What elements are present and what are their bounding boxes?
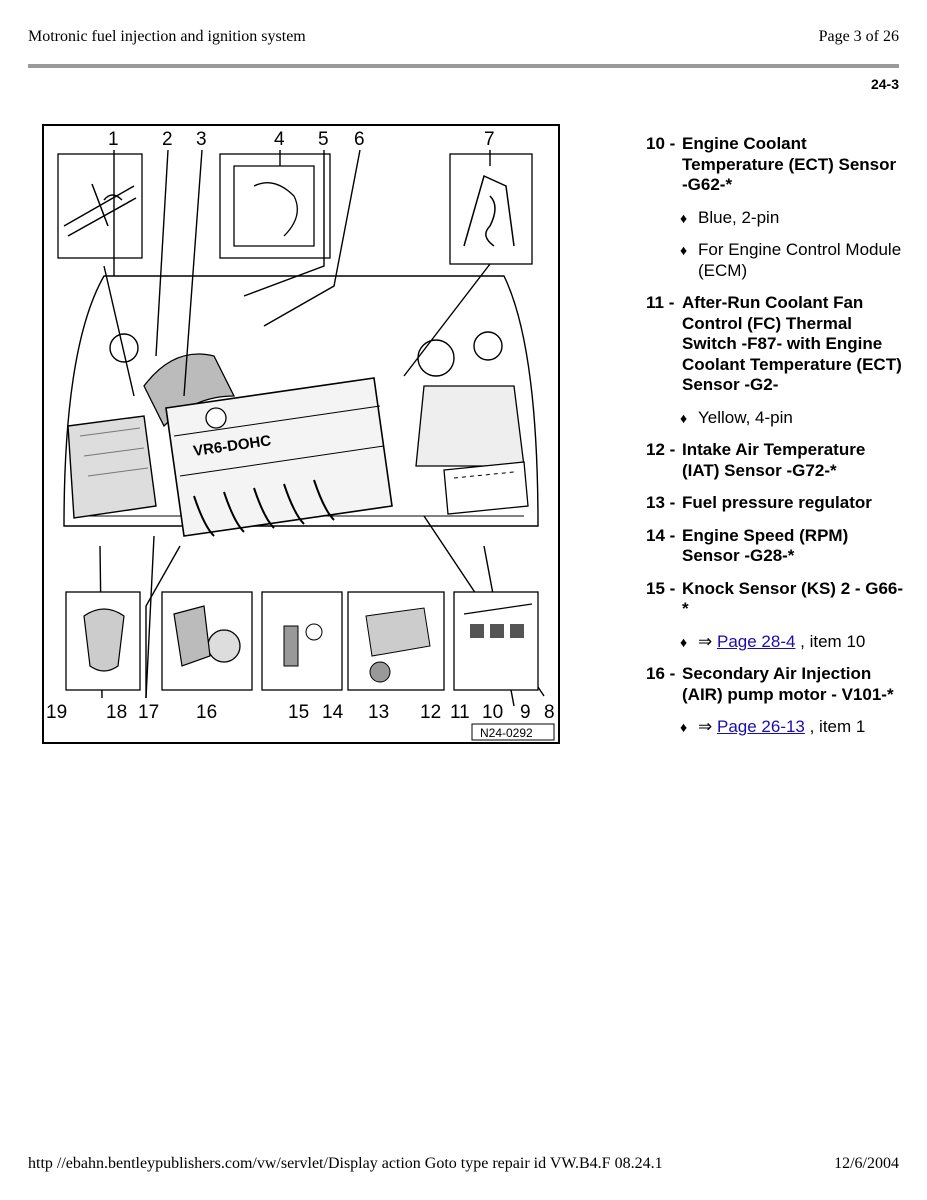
callout-4: 4	[274, 129, 285, 150]
legend-item-13: 13 - Fuel pressure regulator	[646, 493, 906, 514]
header-divider	[28, 64, 899, 68]
page-footer: http //ebahn.bentleypublishers.com/vw/se…	[28, 1155, 899, 1173]
legend-item-text: Engine Coolant Temperature (ECT) Sensor …	[682, 134, 897, 194]
legend-item-text: Knock Sensor (KS) 2 - G66-*	[682, 578, 904, 619]
detail-inset-15	[261, 591, 343, 691]
link-suffix: , item 1	[804, 717, 866, 736]
callout-5: 5	[318, 129, 329, 150]
legend-item-number: 14 -	[646, 525, 676, 545]
callout-2: 2	[162, 129, 173, 150]
detail-inset-7	[449, 153, 533, 265]
legend-item-16: 16 - Secondary Air Injection (AIR) pump …	[646, 664, 906, 705]
legend-item-text: After-Run Coolant Fan Control (FC) Therm…	[682, 293, 902, 394]
legend-item-text: Secondary Air Injection (AIR) pump motor…	[682, 664, 894, 704]
air-filter-box	[67, 415, 157, 519]
callout-10: 10	[482, 702, 503, 723]
callout-18: 18	[106, 702, 127, 723]
callout-15: 15	[288, 702, 309, 723]
legend-item-11: 11 - After-Run Coolant Fan Control (FC) …	[646, 293, 906, 396]
legend-item-15: 15 - Knock Sensor (KS) 2 - G66-*	[646, 579, 906, 620]
legend-item-12: 12 - Intake Air Temperature (IAT) Sensor…	[646, 440, 906, 481]
engine-compartment-diagram: 1 2 3 4 5 6 7 VR6-DOHC	[42, 124, 560, 744]
callout-16: 16	[196, 702, 217, 723]
legend-subitem: ♦ ⇒ Page 28-4 , item 10	[680, 632, 906, 653]
legend-item-number: 16 -	[646, 664, 676, 683]
legend-subitem-text: ⇒ Page 28-4 , item 10	[698, 632, 906, 653]
detail-inset-4	[219, 153, 331, 259]
figure-code-box	[471, 723, 555, 741]
legend-item-number: 15 -	[646, 578, 676, 598]
legend-subitem: ♦ Blue, 2-pin	[680, 208, 906, 229]
diamond-bullet-icon: ♦	[680, 242, 688, 258]
page-26-13-link[interactable]: Page 26-13	[716, 717, 805, 736]
legend-item-text: Fuel pressure regulator	[682, 493, 872, 512]
engine-diagram-svg: 1 2 3 4 5 6 7 VR6-DOHC	[46, 129, 555, 741]
diamond-bullet-icon: ♦	[680, 209, 688, 226]
legend-subitem: ♦ For Engine Control Module (ECM)	[680, 240, 906, 281]
callout-17: 17	[138, 702, 159, 723]
callout-13: 13	[368, 702, 389, 723]
legend-subitem-text: Yellow, 4-pin	[698, 407, 793, 427]
callout-9: 9	[520, 702, 531, 723]
legend-item-number: 13 -	[646, 493, 676, 512]
legend-item-14: 14 - Engine Speed (RPM) Sensor -G28-*	[646, 526, 906, 567]
section-reference: 24-3	[870, 76, 899, 92]
legend-subitem-text: For Engine Control Module (ECM)	[698, 240, 902, 280]
link-suffix: , item 10	[795, 631, 866, 651]
legend-item-number: 10 -	[646, 134, 676, 153]
callout-11: 11	[450, 702, 470, 723]
figure-code: N24-0292	[480, 726, 533, 740]
page-28-4-link[interactable]: Page 28-4	[716, 631, 796, 651]
detail-inset-11-9	[453, 591, 539, 691]
legend-subitem: ♦ ⇒ Page 26-13 , item 1	[680, 717, 906, 738]
footer-date: 12/6/2004	[834, 1155, 899, 1172]
diamond-bullet-icon: ♦	[680, 409, 688, 426]
callout-19: 19	[46, 702, 67, 723]
footer-url: http //ebahn.bentleypublishers.com/vw/se…	[28, 1155, 663, 1172]
callout-12: 12	[420, 702, 441, 723]
document-title: Motronic fuel injection and ignition sys…	[28, 28, 306, 45]
legend-subitem-text: Blue, 2-pin	[698, 207, 780, 227]
legend-item-text: Intake Air Temperature (IAT) Sensor -G72…	[682, 440, 866, 480]
callout-8: 8	[544, 702, 555, 723]
component-legend: 10 - Engine Coolant Temperature (ECT) Se…	[646, 134, 906, 750]
callout-6: 6	[354, 129, 365, 150]
legend-item-number: 11 -	[646, 293, 675, 312]
legend-item-10: 10 - Engine Coolant Temperature (ECT) Se…	[646, 134, 906, 196]
callout-1: 1	[108, 129, 119, 150]
diamond-bullet-icon: ♦	[680, 633, 688, 650]
arrow-icon: ⇒	[698, 631, 713, 651]
callout-7: 7	[484, 129, 495, 150]
legend-item-text: Engine Speed (RPM) Sensor -G28-*	[682, 525, 849, 566]
legend-item-number: 12 -	[646, 440, 676, 459]
legend-subitem: ♦ Yellow, 4-pin	[680, 408, 906, 429]
callout-3: 3	[196, 129, 207, 150]
page-number: Page 3 of 26	[818, 28, 899, 45]
callout-14: 14	[322, 702, 344, 723]
arrow-icon: ⇒	[698, 717, 713, 736]
legend-subitem-text: ⇒ Page 26-13 , item 1	[698, 717, 906, 738]
diamond-bullet-icon: ♦	[680, 719, 688, 735]
